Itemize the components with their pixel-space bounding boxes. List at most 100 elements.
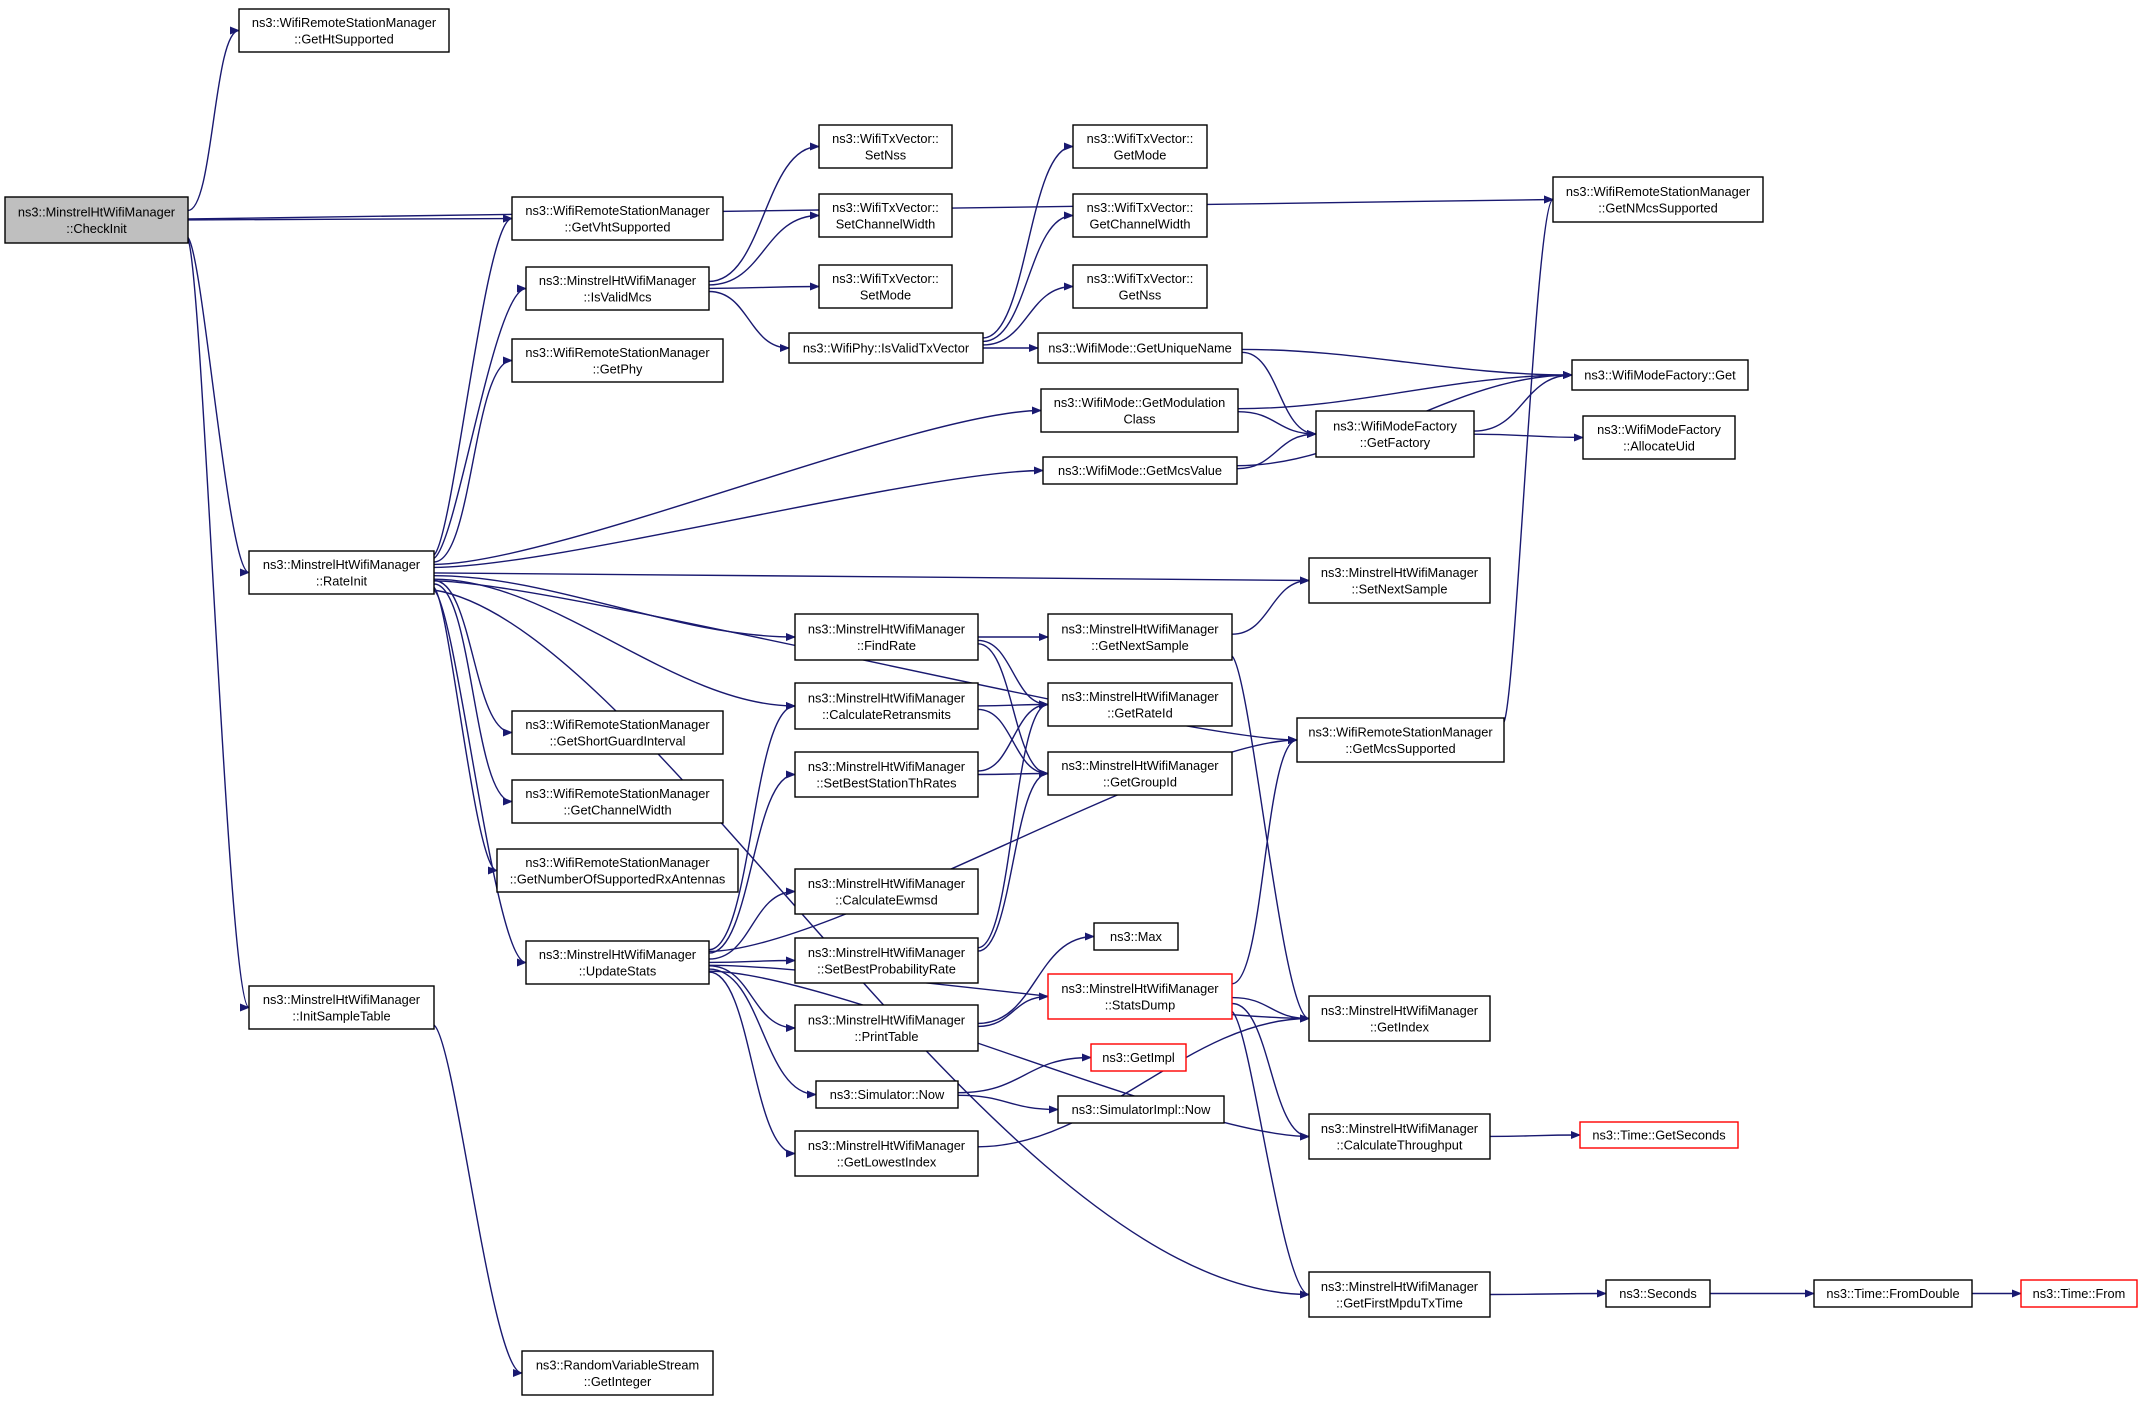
node-label-line: ns3::Max	[1110, 929, 1163, 944]
node-box	[1579, 1121, 1739, 1149]
node-get-ht-supported[interactable]: ns3::WifiRemoteStationManager::GetHtSupp…	[238, 8, 450, 53]
node-get-index[interactable]: ns3::MinstrelHtWifiManager::GetIndex	[1308, 995, 1491, 1042]
node-simulator-now[interactable]: ns3::Simulator::Now	[815, 1080, 959, 1109]
node-get-group-id[interactable]: ns3::MinstrelHtWifiManager::GetGroupId	[1047, 751, 1233, 796]
node-label-line: ns3::SimulatorImpl::Now	[1072, 1102, 1211, 1117]
edge-calculate-retransmits-to-get-rate-id	[977, 700, 1049, 709]
node-box	[794, 751, 979, 798]
edge-stats-dump-to-get-first-mpdu-tx-time	[1231, 1010, 1310, 1299]
node-label-line: ::CheckInit	[66, 221, 127, 236]
node-box	[238, 8, 450, 53]
node-label-line: ::GetNMcsSupported	[1598, 200, 1718, 215]
node-tx-get-nss[interactable]: ns3::WifiTxVector::GetNss	[1072, 264, 1208, 309]
node-label-line: ::GetLowestIndex	[837, 1154, 937, 1169]
node-label-line: ::GetIndex	[1370, 1019, 1430, 1034]
node-box	[1308, 1113, 1491, 1160]
node-label-line: ns3::WifiTxVector::	[1087, 131, 1194, 146]
node-box	[818, 124, 953, 169]
edge-rate-init-to-get-phy	[433, 356, 513, 563]
node-tx-set-channel-width[interactable]: ns3::WifiTxVector::SetChannelWidth	[818, 193, 953, 238]
node-label-line: ns3::WifiRemoteStationManager	[525, 786, 710, 801]
node-factory-get[interactable]: ns3::WifiModeFactory::Get	[1571, 359, 1749, 391]
node-label-line: ::GetNumberOfSupportedRxAntennas	[510, 871, 726, 886]
node-box	[818, 264, 953, 309]
node-box	[1308, 995, 1491, 1042]
node-get-first-mpdu-tx-time[interactable]: ns3::MinstrelHtWifiManager::GetFirstMpdu…	[1308, 1271, 1491, 1318]
node-check-init[interactable]: ns3::MinstrelHtWifiManager::CheckInit	[4, 196, 189, 244]
node-find-rate[interactable]: ns3::MinstrelHtWifiManager::FindRate	[794, 613, 979, 661]
node-box	[248, 985, 435, 1030]
node-tx-get-channel-width[interactable]: ns3::WifiTxVector::GetChannelWidth	[1072, 193, 1208, 238]
edge-is-valid-tx-vector-to-tx-get-mode	[982, 142, 1074, 339]
node-seconds[interactable]: ns3::Seconds	[1605, 1279, 1711, 1308]
node-tx-set-nss[interactable]: ns3::WifiTxVector::SetNss	[818, 124, 953, 169]
node-get-n-mcs-supported[interactable]: ns3::WifiRemoteStationManager::GetNMcsSu…	[1552, 176, 1764, 223]
node-get-phy[interactable]: ns3::WifiRemoteStationManager::GetPhy	[511, 338, 724, 383]
node-is-valid-mcs[interactable]: ns3::MinstrelHtWifiManager::IsValidMcs	[525, 266, 710, 311]
node-get-seconds[interactable]: ns3::Time::GetSeconds	[1579, 1121, 1739, 1149]
node-label-line: ::PrintTable	[854, 1029, 918, 1044]
node-get-next-sample[interactable]: ns3::MinstrelHtWifiManager::GetNextSampl…	[1047, 613, 1233, 661]
node-get-integer[interactable]: ns3::RandomVariableStream::GetInteger	[521, 1350, 714, 1396]
node-label-line: ::FindRate	[857, 638, 916, 653]
nodes-layer: ns3::MinstrelHtWifiManager::CheckInitns3…	[4, 8, 2138, 1396]
node-label-line: ns3::MinstrelHtWifiManager	[808, 945, 966, 960]
node-stats-dump[interactable]: ns3::MinstrelHtWifiManager::StatsDump	[1047, 973, 1233, 1020]
node-box	[1072, 193, 1208, 238]
node-box	[511, 196, 724, 241]
node-time-from[interactable]: ns3::Time::From	[2020, 1279, 2138, 1308]
node-box	[818, 193, 953, 238]
edge-rate-init-to-find-rate	[433, 575, 796, 641]
edge-simulator-now-to-get-impl	[957, 1053, 1092, 1094]
node-from-double[interactable]: ns3::Time::FromDouble	[1813, 1279, 1973, 1308]
node-label-line: ::GetFactory	[1360, 435, 1431, 450]
node-label-line: ::GetNextSample	[1091, 638, 1188, 653]
node-update-stats[interactable]: ns3::MinstrelHtWifiManager::UpdateStats	[525, 940, 710, 985]
node-calculate-ewmsd[interactable]: ns3::MinstrelHtWifiManager::CalculateEwm…	[794, 868, 979, 915]
node-get-vht-supported[interactable]: ns3::WifiRemoteStationManager::GetVhtSup…	[511, 196, 724, 241]
node-set-next-sample[interactable]: ns3::MinstrelHtWifiManager::SetNextSampl…	[1308, 557, 1491, 604]
node-init-sample-table[interactable]: ns3::MinstrelHtWifiManager::InitSampleTa…	[248, 985, 435, 1030]
node-set-best-probability-rate[interactable]: ns3::MinstrelHtWifiManager::SetBestProba…	[794, 937, 979, 984]
node-label-line: SetChannelWidth	[836, 216, 936, 231]
node-get-factory[interactable]: ns3::WifiModeFactory::GetFactory	[1315, 410, 1475, 458]
node-get-short-guard-interval[interactable]: ns3::WifiRemoteStationManager::GetShortG…	[511, 710, 724, 755]
node-box	[794, 868, 979, 915]
node-get-lowest-index[interactable]: ns3::MinstrelHtWifiManager::GetLowestInd…	[794, 1130, 979, 1177]
node-print-table[interactable]: ns3::MinstrelHtWifiManager::PrintTable	[794, 1004, 979, 1052]
node-label-line: ns3::WifiTxVector::	[1087, 200, 1194, 215]
node-label-line: ns3::MinstrelHtWifiManager	[539, 273, 697, 288]
node-rate-init[interactable]: ns3::MinstrelHtWifiManager::RateInit	[248, 550, 435, 595]
node-tx-get-mode[interactable]: ns3::WifiTxVector::GetMode	[1072, 124, 1208, 169]
node-label-line: ns3::WifiModeFactory::Get	[1584, 368, 1736, 383]
edge-get-factory-to-allocate-uid	[1473, 433, 1584, 442]
node-box	[4, 196, 189, 244]
node-set-best-station-th-rates[interactable]: ns3::MinstrelHtWifiManager::SetBestStati…	[794, 751, 979, 798]
node-tx-set-mode[interactable]: ns3::WifiTxVector::SetMode	[818, 264, 953, 309]
node-box	[525, 266, 710, 311]
node-get-number-of-supported-rx-antennas[interactable]: ns3::WifiRemoteStationManager::GetNumber…	[496, 848, 739, 893]
node-allocate-uid[interactable]: ns3::WifiModeFactory::AllocateUid	[1582, 415, 1736, 460]
node-get-mcs-value[interactable]: ns3::WifiMode::GetMcsValue	[1042, 456, 1238, 485]
node-get-mcs-supported[interactable]: ns3::WifiRemoteStationManager::GetMcsSup…	[1296, 717, 1505, 763]
node-get-rate-id[interactable]: ns3::MinstrelHtWifiManager::GetRateId	[1047, 682, 1233, 727]
node-get-impl[interactable]: ns3::GetImpl	[1090, 1043, 1187, 1072]
node-max[interactable]: ns3::Max	[1093, 922, 1179, 951]
edge-find-rate-to-get-rate-id	[977, 639, 1049, 709]
edge-rate-init-to-get-channel-width-rsm	[433, 583, 513, 806]
node-box	[1308, 1271, 1491, 1318]
node-get-unique-name[interactable]: ns3::WifiMode::GetUniqueName	[1037, 332, 1243, 364]
node-calculate-throughput[interactable]: ns3::MinstrelHtWifiManager::CalculateThr…	[1308, 1113, 1491, 1160]
node-label-line: ns3::Simulator::Now	[830, 1087, 945, 1102]
node-simulator-impl-now[interactable]: ns3::SimulatorImpl::Now	[1057, 1095, 1225, 1124]
node-calculate-retransmits[interactable]: ns3::MinstrelHtWifiManager::CalculateRet…	[794, 682, 979, 730]
node-box	[1040, 388, 1239, 433]
node-label-line: SetMode	[860, 287, 911, 302]
edge-update-stats-to-set-best-station-th-rates	[708, 770, 796, 954]
edge-update-stats-to-calculate-ewmsd	[708, 887, 796, 960]
node-label-line: ::GetShortGuardInterval	[550, 733, 686, 748]
node-is-valid-tx-vector[interactable]: ns3::WifiPhy::IsValidTxVector	[788, 332, 984, 364]
node-get-channel-width-rsm[interactable]: ns3::WifiRemoteStationManager::GetChanne…	[511, 779, 724, 824]
